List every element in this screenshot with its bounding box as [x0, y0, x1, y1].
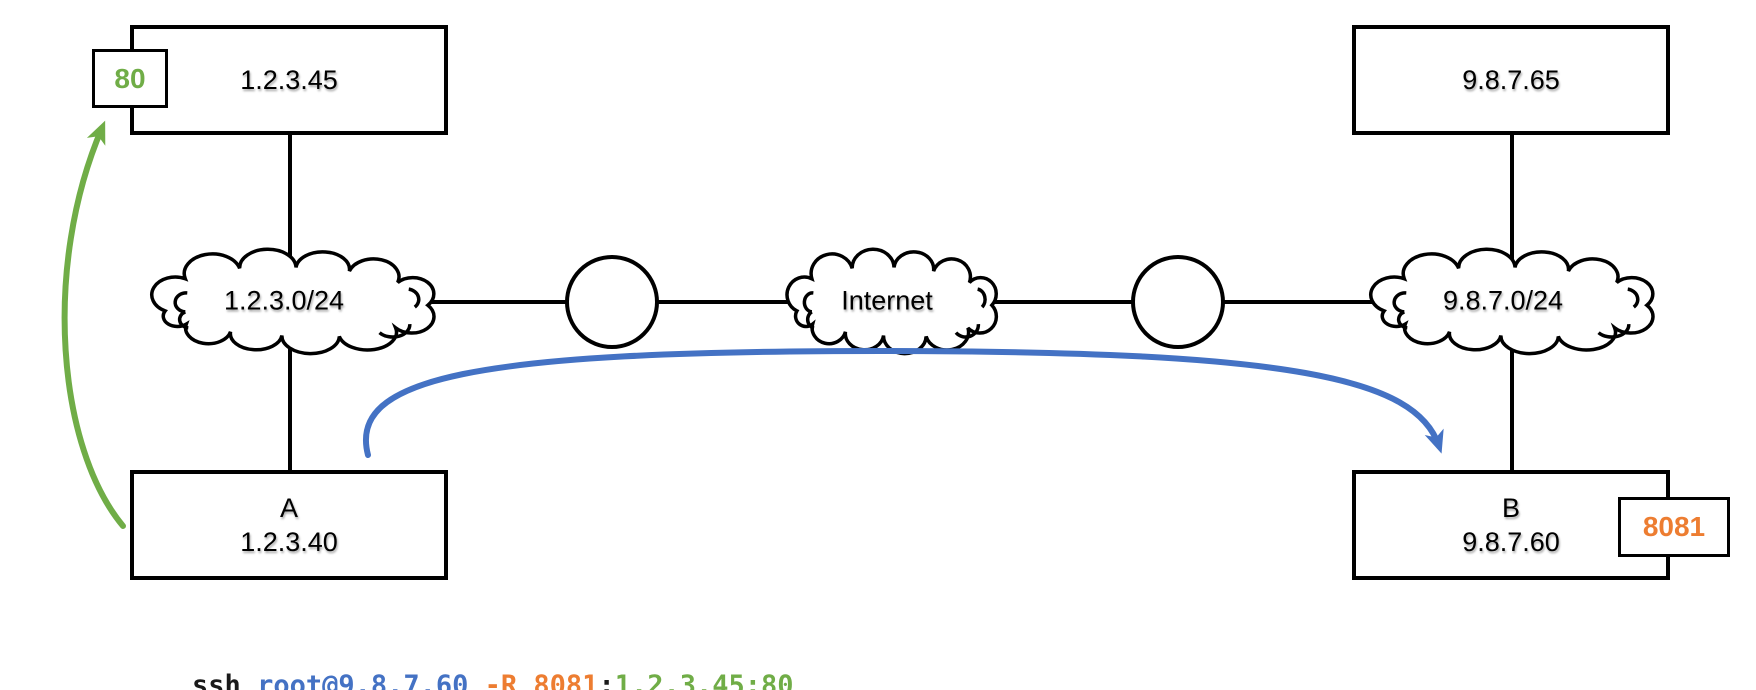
- left-subnet-label: 1.2.3.0/24: [223, 285, 345, 316]
- internet-label: Internet: [841, 285, 933, 316]
- host-ip-label: 9.8.7.60: [1462, 527, 1560, 557]
- host-name-label: B: [1501, 493, 1520, 523]
- cmd-user-host: root@9.8.7.60: [257, 670, 469, 690]
- left-router-circle-icon: [565, 255, 659, 349]
- blue-ssh-connection-arrow: [363, 347, 1444, 458]
- right-subnet-label: 9.8.7.0/24: [1442, 285, 1564, 316]
- green-port-forward-arrow: [61, 120, 126, 529]
- host-name-label: A: [279, 493, 298, 523]
- port-8081-badge: 8081: [1618, 497, 1730, 557]
- port-80-badge: 80: [92, 49, 168, 108]
- server-box-1-2-3-45: 1.2.3.45: [130, 25, 448, 135]
- server-box-9-8-7-65: 9.8.7.65: [1352, 25, 1670, 135]
- ssh-command-line: ssh root@9.8.7.60 -R 8081:1.2.3.45:80: [127, 632, 794, 690]
- port-number-label: 80: [114, 62, 146, 94]
- server-ip-label: 9.8.7.65: [1462, 65, 1560, 95]
- host-ip-label: 1.2.3.40: [240, 527, 338, 557]
- port-number-label: 8081: [1642, 511, 1706, 542]
- cmd-ssh: ssh: [192, 670, 258, 690]
- cmd-colon: :: [598, 670, 615, 690]
- right-router-circle-icon: [1131, 255, 1225, 349]
- host-a-box: A 1.2.3.40: [130, 470, 448, 580]
- cmd-target-host-port: 1.2.3.45:80: [614, 670, 794, 690]
- cmd-remote-flag-port: -R 8081: [468, 670, 599, 690]
- host-b-box: B 9.8.7.60: [1352, 470, 1670, 580]
- server-ip-label: 1.2.3.45: [240, 65, 338, 95]
